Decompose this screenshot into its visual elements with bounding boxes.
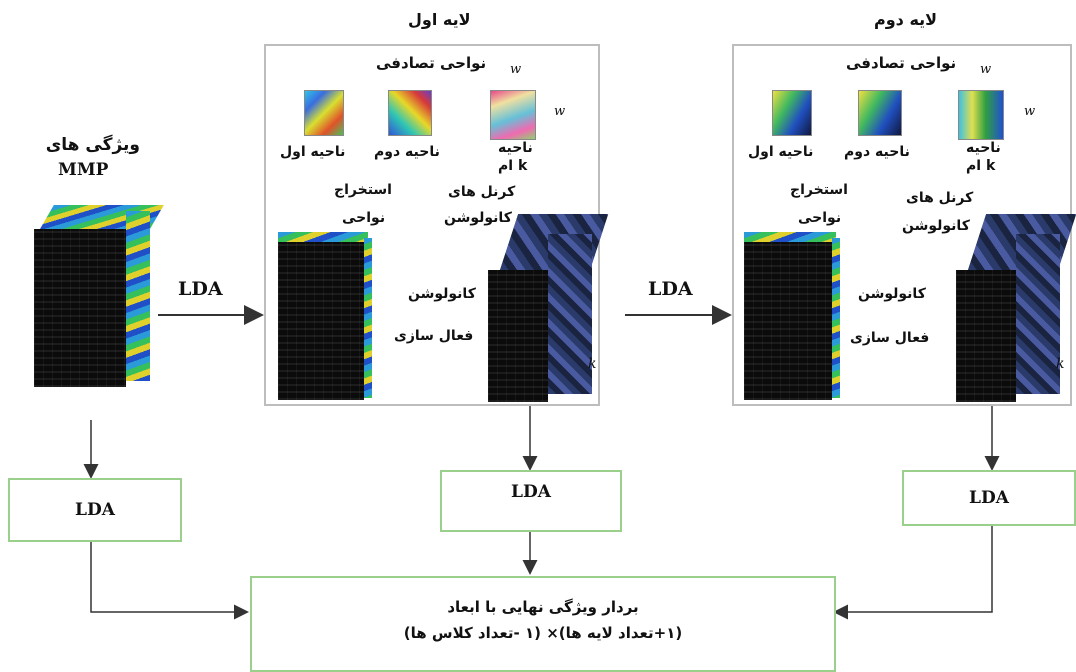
layer2-activation: فعال سازی: [850, 330, 930, 346]
layer2-region-k-patch: [958, 90, 1004, 140]
layer2-box: نواحی تصادفی w w ناحیه اول ناحیه دوم ناح…: [732, 44, 1076, 406]
layer2-region-second-patch: [858, 90, 902, 136]
layer2-w-top: w: [980, 62, 992, 77]
lda-box-1: LDA: [8, 478, 182, 542]
mmp-cube-front: [34, 229, 126, 387]
layer2-w-side: w: [1024, 104, 1036, 119]
layer2-k-label: k: [1056, 356, 1065, 372]
layer2-output-cube-side: [1016, 234, 1060, 394]
layer1-box: نواحی تصادفی w w ناحیه اول ناحیه دوم ناح…: [264, 44, 609, 406]
layer1-kernels-line1: کرنل های: [448, 184, 516, 200]
layer1-extract-line1: استخراج: [334, 182, 392, 198]
mmp-cube: [34, 205, 164, 387]
lda1-to-final: [90, 540, 249, 620]
layer1-convolution: کانولوشن: [408, 286, 476, 302]
layer2-region-k-line2: k ام: [966, 158, 996, 174]
layer2-kernels-line1: کرنل های: [906, 190, 974, 206]
layer2-input-cube-side: [832, 238, 840, 398]
layer2-output-cube: [956, 214, 1076, 404]
layer2-region-second: ناحیه دوم: [844, 144, 910, 160]
layer1-region-second-patch: [388, 90, 432, 136]
final-line1: بردار ویژگی نهایی با ابعاد: [447, 598, 639, 616]
layer1-title: لایه اول: [408, 10, 471, 29]
layer1-extract-line2: نواحی: [342, 210, 386, 226]
lda-box-1-label: LDA: [75, 500, 115, 520]
layer1-input-cube-top: [278, 232, 368, 242]
layer2-kernels-line2: کانولوشن: [902, 218, 970, 234]
layer2-input-cube-top: [744, 232, 836, 242]
lda-box-3: LDA: [902, 470, 1076, 526]
layer1-region-first: ناحیه اول: [280, 144, 346, 160]
lda-arrow-2-label: LDA: [648, 278, 693, 300]
layer1-w-top: w: [510, 62, 522, 77]
layer2-extract-line1: استخراج: [790, 182, 848, 198]
layer1-region-k-line2: k ام: [498, 158, 528, 174]
layer2-input-cube: [744, 232, 842, 400]
layer1-activation: فعال سازی: [394, 328, 474, 344]
layer2-extract-line2: نواحی: [798, 210, 842, 226]
layer1-k-label: k: [588, 356, 597, 372]
layer1-random-regions: نواحی تصادفی: [376, 54, 487, 72]
layer1-kernels-line2: کانولوشن: [444, 210, 512, 226]
layer1-output-cube: [488, 214, 609, 404]
layer2-region-first: ناحیه اول: [748, 144, 814, 160]
layer2-title: لایه دوم: [874, 10, 938, 29]
layer1-output-cube-side: [548, 234, 592, 394]
layer2-output-cube-front: [956, 270, 1016, 402]
final-feature-box: بردار ویژگی نهایی با ابعاد (۱+تعداد لایه…: [250, 576, 836, 672]
layer2-convolution: کانولوشن: [858, 286, 926, 302]
layer1-region-k-patch: [490, 90, 536, 140]
layer1-input-cube-side: [364, 238, 372, 398]
lda-box-2: LDA: [440, 470, 622, 532]
layer1-output-cube-front: [488, 270, 548, 402]
mmp-title-line2: MMP: [58, 160, 109, 180]
layer2-input-cube-front: [744, 242, 832, 400]
layer1-region-k-line1: ناحیه: [498, 140, 533, 156]
layer1-input-cube: [278, 232, 374, 400]
mmp-title-line1: ویژگی های: [45, 135, 140, 155]
layer1-input-cube-front: [278, 242, 364, 400]
layer2-region-k-line1: ناحیه: [966, 140, 1001, 156]
layer2-region-first-patch: [772, 90, 812, 136]
mmp-title: ویژگی های: [45, 135, 140, 155]
lda-arrow-1-label: LDA: [178, 278, 223, 300]
lda-box-3-label: LDA: [969, 488, 1009, 508]
mmp-cube-side: [126, 211, 150, 381]
layer1-region-second: ناحیه دوم: [374, 144, 440, 160]
layer1-region-first-patch: [304, 90, 344, 136]
lda-box-2-label: LDA: [511, 482, 551, 502]
layer1-w-side: w: [554, 104, 566, 119]
lda3-to-final: [833, 525, 993, 620]
layer2-random-regions: نواحی تصادفی: [846, 54, 957, 72]
final-line2: (۱+تعداد لایه ها)× (۱ -تعداد کلاس ها): [403, 624, 683, 642]
